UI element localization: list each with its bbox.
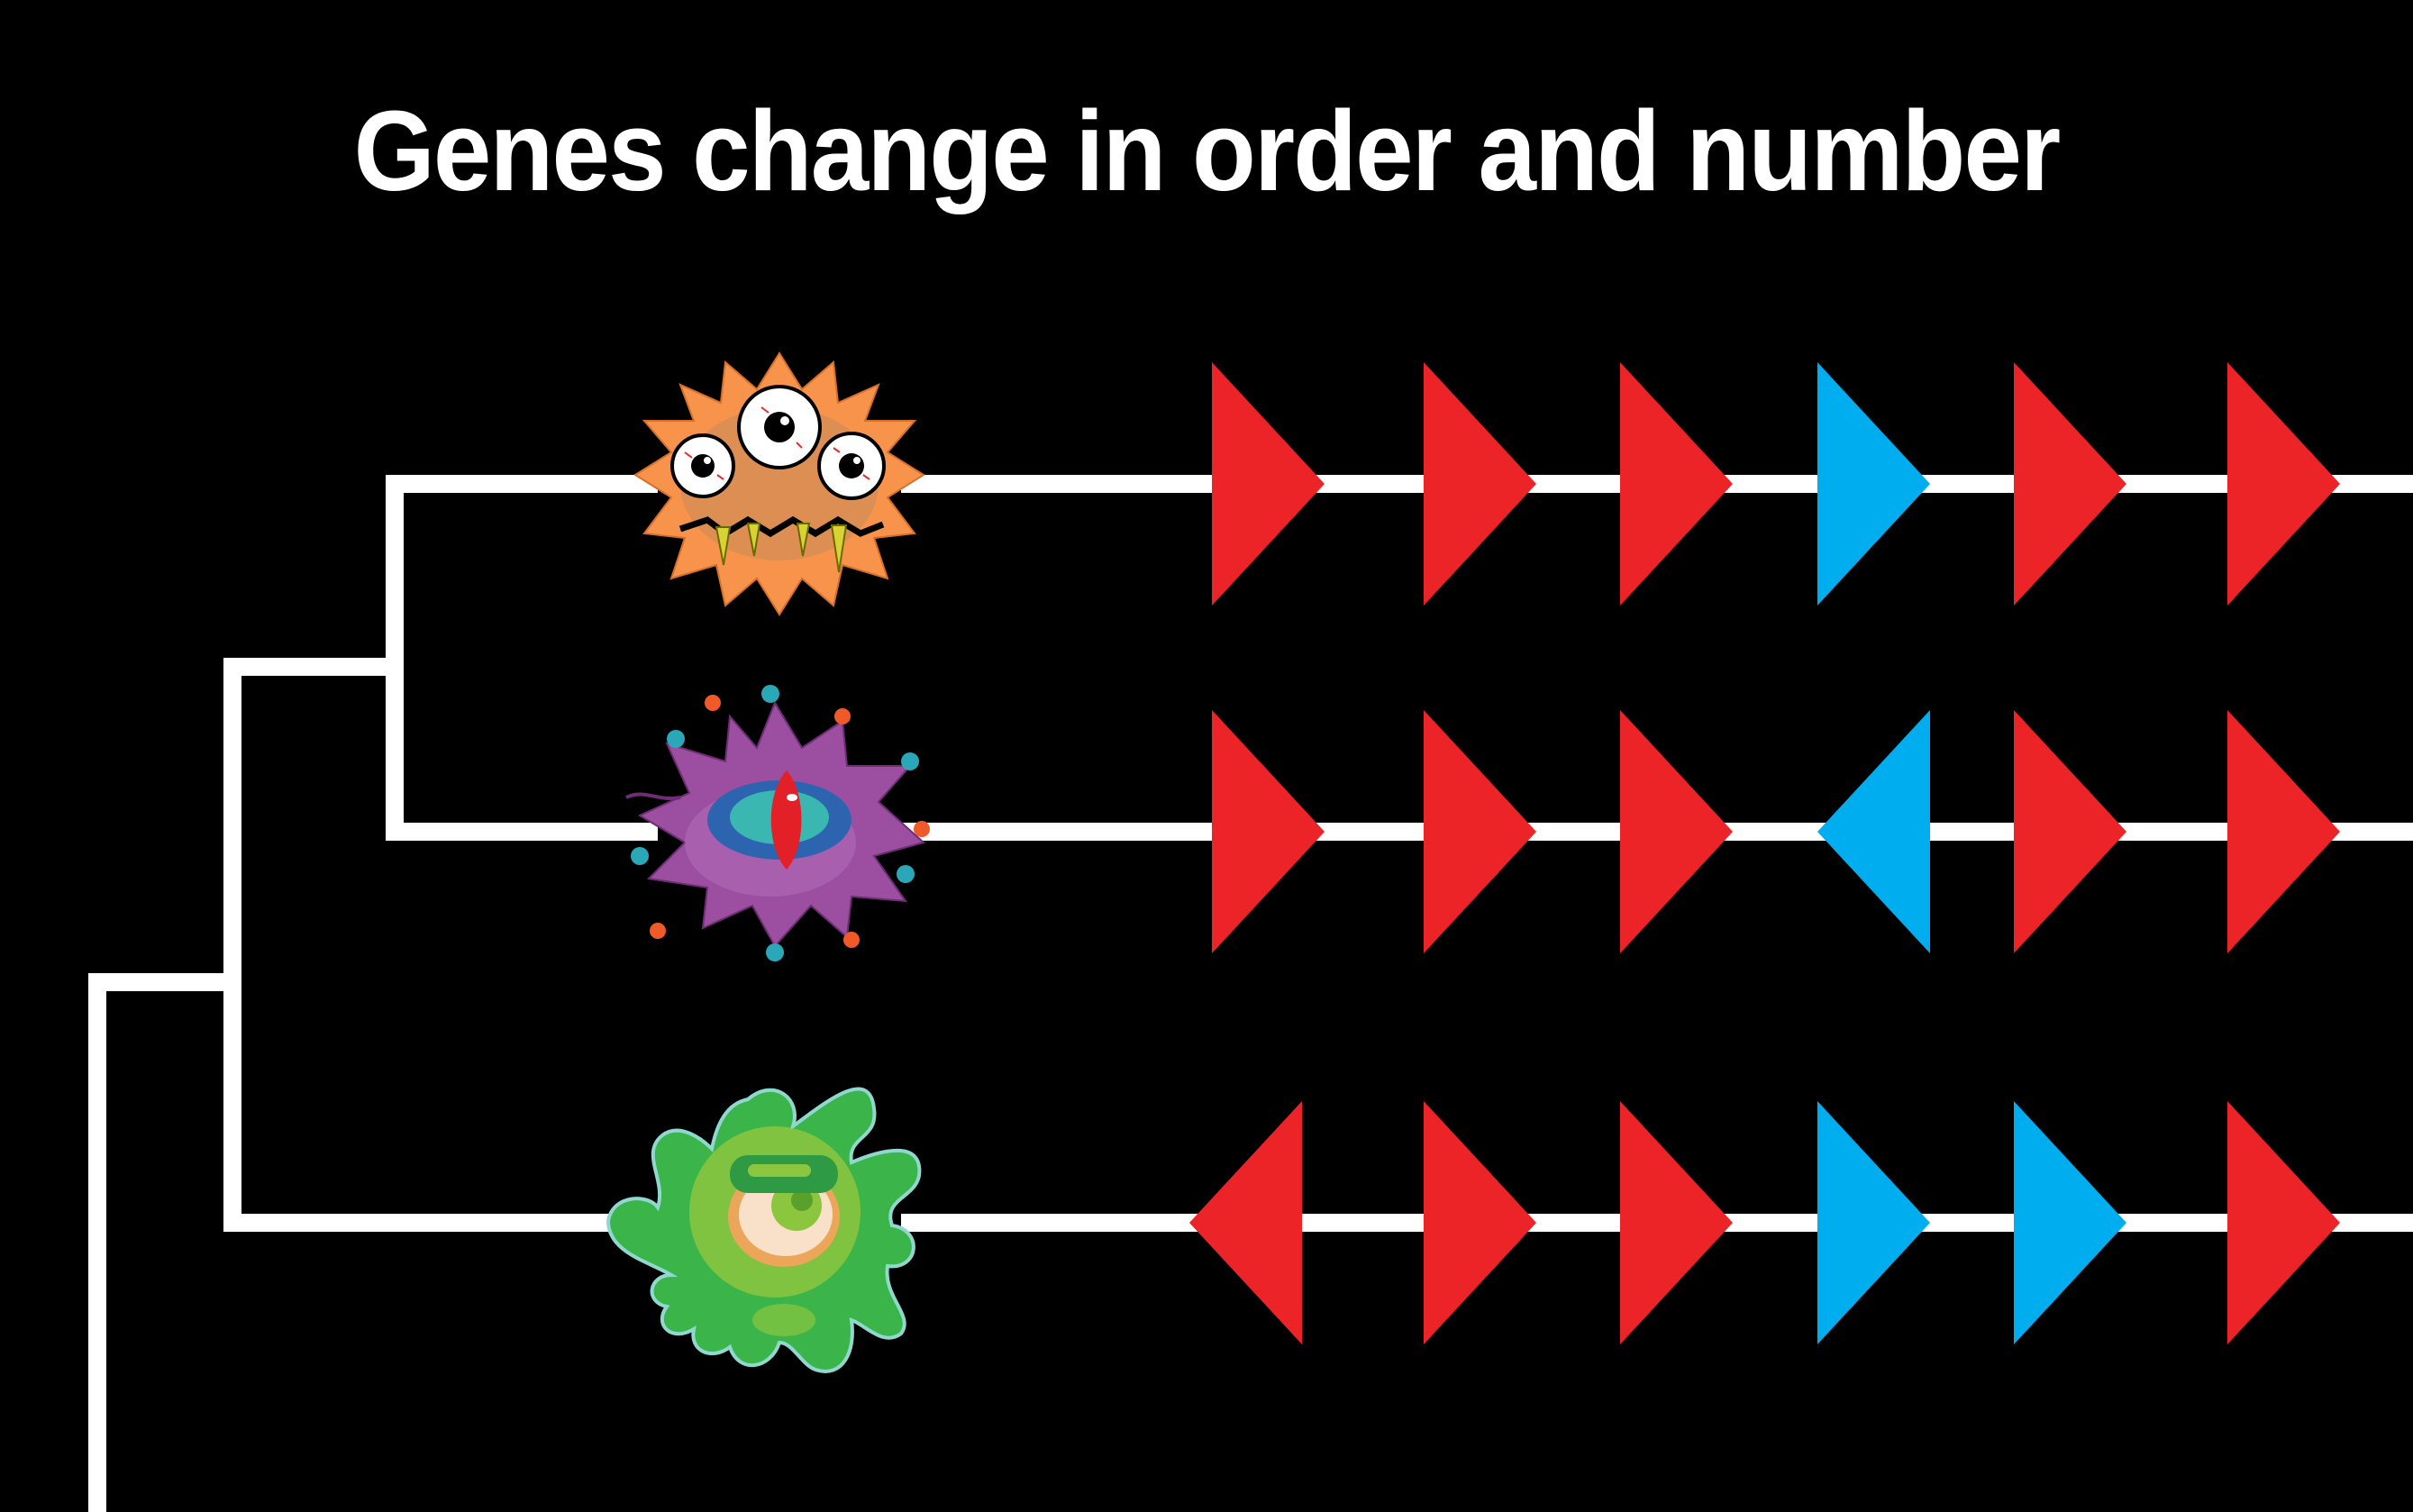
gene-arrow-orange-three-eyed-microbe-1 xyxy=(1212,362,1325,606)
gene-arrow-purple-one-eyed-microbe-2 xyxy=(1424,710,1536,953)
gene-arrow-purple-one-eyed-microbe-4 xyxy=(1817,710,1930,953)
gene-arrows xyxy=(1189,362,2340,1344)
gene-arrow-purple-one-eyed-microbe-3 xyxy=(1620,710,1733,953)
inner-node-branch xyxy=(223,658,396,991)
branch-orange xyxy=(386,475,658,676)
gene-arrow-orange-three-eyed-microbe-5 xyxy=(2014,362,2126,606)
gene-arrow-orange-three-eyed-microbe-2 xyxy=(1424,362,1536,606)
gene-arrow-purple-one-eyed-microbe-1 xyxy=(1212,710,1325,953)
branch-purple xyxy=(386,658,658,841)
root-branch xyxy=(88,973,241,1512)
gene-arrow-purple-one-eyed-microbe-6 xyxy=(2227,710,2340,953)
orange-microbe-icon xyxy=(633,351,925,616)
gene-arrow-green-blob-microbe-2 xyxy=(1424,1101,1536,1344)
green-microbe-icon xyxy=(606,1087,922,1373)
gene-arrow-green-blob-microbe-3 xyxy=(1620,1101,1733,1344)
branch-green xyxy=(223,973,640,1232)
diagram-title: Genes change in order and number xyxy=(353,87,2062,214)
gene-arrow-purple-one-eyed-microbe-5 xyxy=(2014,710,2126,953)
purple-microbe-icon xyxy=(625,685,930,961)
gene-arrow-orange-three-eyed-microbe-6 xyxy=(2227,362,2340,606)
gene-arrow-orange-three-eyed-microbe-3 xyxy=(1620,362,1733,606)
gene-arrow-green-blob-microbe-4 xyxy=(1817,1101,1930,1344)
gene-arrow-green-blob-microbe-6 xyxy=(2227,1101,2340,1344)
gene-arrow-orange-three-eyed-microbe-4 xyxy=(1817,362,1930,606)
gene-arrow-green-blob-microbe-5 xyxy=(2014,1101,2126,1344)
gene-arrow-green-blob-microbe-1 xyxy=(1189,1101,1302,1344)
tree-branches xyxy=(88,475,658,1512)
